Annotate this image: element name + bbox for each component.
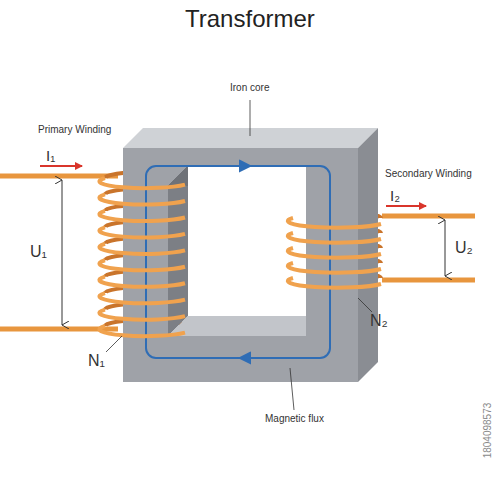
flux-loop: [146, 166, 330, 358]
voltage-arrow-primary: [62, 180, 63, 325]
coil-turn-front: [99, 326, 185, 336]
leader-line: [290, 368, 294, 410]
coil-turn-front: [288, 263, 381, 273]
voltage-symbol: U₁: [30, 243, 47, 261]
part-name: Magnetic flux: [265, 413, 324, 424]
current-symbol: I₂: [390, 188, 400, 205]
voltage-arrow-secondary: [445, 220, 446, 276]
coil-turn-front: [99, 244, 185, 254]
turns-symbol: N₁: [88, 352, 105, 370]
coil-turn-front: [288, 278, 381, 288]
coil-turn-front: [99, 277, 185, 287]
core-hole-bottom: [168, 316, 306, 336]
secondary-wire-bottom: [382, 278, 475, 283]
coil-turn-front: [288, 248, 381, 258]
secondary-wire-top: [382, 214, 475, 219]
coil-turn-front: [99, 211, 185, 221]
coil-turn-front: [99, 293, 185, 303]
turns-symbol: N₂: [370, 312, 388, 330]
coil-turn-front: [99, 227, 185, 237]
coil-turn-front: [99, 260, 185, 270]
current-arrow-primary: [40, 165, 82, 167]
core-hole-edge: [168, 166, 306, 186]
current-symbol: I₁: [46, 148, 55, 165]
part-name: Secondary Winding: [385, 168, 472, 179]
leader-line: [250, 100, 251, 136]
watermark: 1804098573: [482, 403, 493, 459]
leader-line: [358, 298, 372, 312]
annotations: [40, 100, 445, 410]
current-arrow-secondary: [386, 205, 426, 207]
coil-turn-front: [288, 218, 381, 228]
part-name: Iron core: [230, 82, 269, 93]
core-top-face: [123, 128, 378, 148]
coil-turn-front: [99, 178, 185, 188]
coil-turn-front: [99, 310, 185, 320]
flux-arrow-bottom: [240, 353, 250, 363]
voltage-symbol: U₂: [455, 239, 473, 257]
core-front-face: [123, 148, 358, 382]
leader-line: [106, 336, 122, 352]
diagram-title: Transformer: [185, 6, 315, 32]
flux-arrow-top: [240, 161, 250, 171]
coil-front: [99, 178, 381, 336]
coil-turn-front: [99, 194, 185, 204]
coil-turn-front: [288, 233, 381, 243]
part-name: Primary Winding: [38, 124, 111, 135]
